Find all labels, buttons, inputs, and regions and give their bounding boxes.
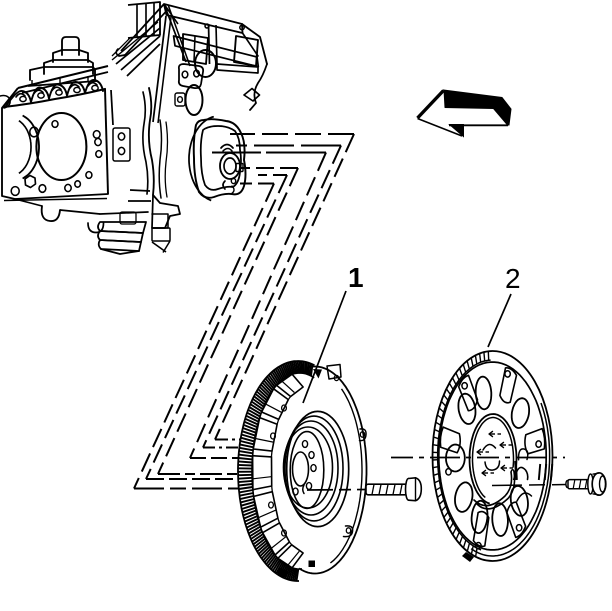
svg-text:2: 2	[505, 263, 521, 294]
svg-text:1: 1	[348, 262, 364, 293]
